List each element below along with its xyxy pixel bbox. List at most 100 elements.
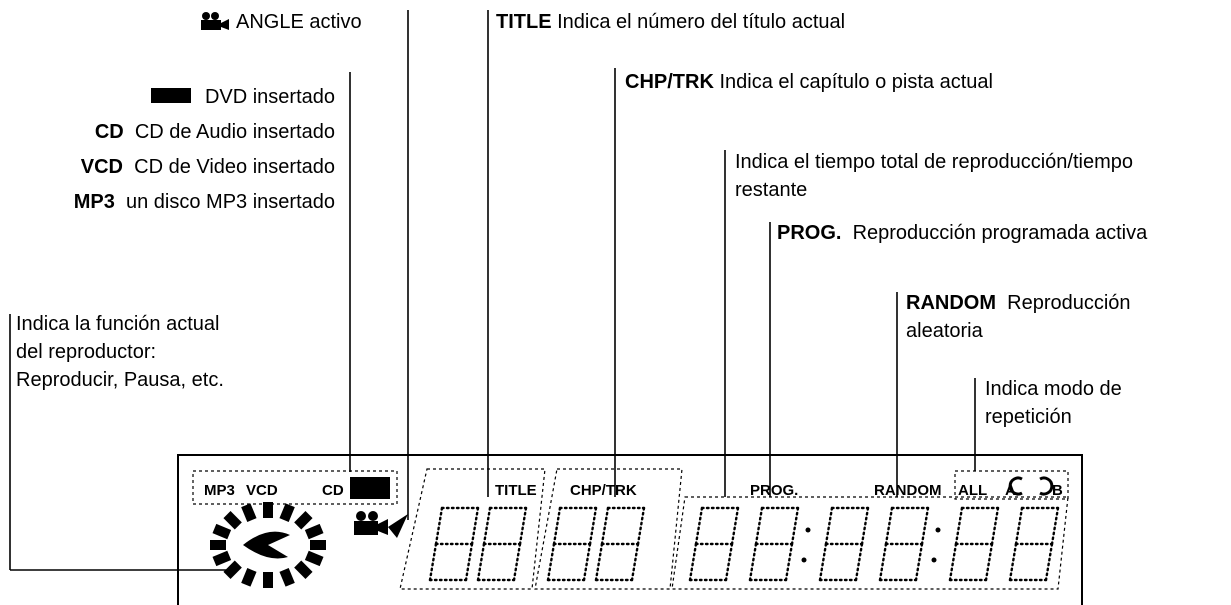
digit-segment <box>954 506 964 546</box>
random-key: RANDOM <box>906 292 996 314</box>
digit-segment <box>1008 542 1018 582</box>
disc-center <box>243 531 290 559</box>
disc-group-box <box>192 470 398 505</box>
panel-title: TITLE <box>495 482 537 499</box>
random-text2: aleatoria <box>906 320 983 342</box>
digit-segment <box>518 506 528 546</box>
repeat-line2: repetición <box>985 406 1072 428</box>
colon-dot <box>935 527 941 533</box>
time-line2: restante <box>735 179 808 201</box>
time-callout: Indica el tiempo total de reproducción/t… <box>735 148 1133 204</box>
repeat-icon <box>1008 476 1054 496</box>
panel-groups <box>192 468 1069 590</box>
digit-segment <box>552 506 562 546</box>
random-callout: RANDOM Reproducción aleatoria <box>906 289 1131 345</box>
repeat-callout: Indica modo de repetición <box>985 375 1122 431</box>
digit-segment <box>464 542 474 582</box>
disc-segment <box>279 568 295 587</box>
time-group-box <box>671 496 1069 590</box>
disc-segment <box>241 503 257 522</box>
function-callout: Indica la función actual del reproductor… <box>16 310 224 394</box>
random-text1: Reproducción <box>1007 292 1131 314</box>
time-line1: Indica el tiempo total de reproducción/t… <box>735 151 1134 173</box>
prog-key: PROG. <box>777 222 842 244</box>
chp-text: Indica el capítulo o pista actual <box>719 71 993 93</box>
digit-segment <box>582 542 592 582</box>
disc-dvd: DVD insertado <box>74 80 335 115</box>
digit-segment <box>636 506 646 546</box>
digit-segment <box>482 506 492 546</box>
panel-b: B <box>1052 482 1063 499</box>
digit-segment <box>588 506 598 546</box>
digit-segment <box>476 542 486 582</box>
colon-dot <box>805 527 811 533</box>
repeat-group-box <box>954 470 1069 500</box>
prog-text: Reproducción programada activa <box>852 222 1148 244</box>
disc-segment <box>294 560 313 579</box>
function-line1: Indica la función actual <box>16 313 220 335</box>
digit-segment <box>754 506 764 546</box>
camera-icon <box>200 11 230 39</box>
digit-segment <box>884 506 894 546</box>
disc-segment <box>210 540 226 550</box>
digit-segment <box>984 542 994 582</box>
digit-segment <box>1050 506 1060 546</box>
disc-segment <box>223 511 242 530</box>
digit-segment <box>694 506 704 546</box>
digit-segment <box>990 506 1000 546</box>
panel-camera-icon <box>354 511 388 535</box>
digit-segment <box>724 542 734 582</box>
chp-callout: CHP/TRK Indica el capítulo o pista actua… <box>625 68 993 96</box>
disc-types-callout: DVD insertado CD CD de Audio insertado V… <box>74 80 335 220</box>
disc-segment <box>304 550 324 567</box>
panel-prog: PROG. <box>750 482 798 499</box>
disc-segment <box>212 550 232 567</box>
digit-segment <box>546 542 556 582</box>
chp-key: CHP/TRK <box>625 71 714 93</box>
panel-cd: CD <box>322 482 344 499</box>
disc-vcd: VCD CD de Video insertado <box>80 156 335 178</box>
leader-lines <box>9 10 976 571</box>
digit-segment <box>784 542 794 582</box>
angle-text: ANGLE activo <box>236 11 362 33</box>
panel-mp3: MP3 <box>204 482 235 499</box>
prog-callout: PROG. Reproducción programada activa <box>777 219 1147 247</box>
function-disc-indicator <box>210 502 326 588</box>
digit-segment <box>512 542 522 582</box>
digit-segment <box>730 506 740 546</box>
title-key: TITLE <box>496 11 552 33</box>
angle-callout: ANGLE activo <box>200 8 362 39</box>
digit-segment <box>688 542 698 582</box>
title-group-box <box>399 468 546 590</box>
disc-segment <box>294 511 313 530</box>
panel-vcd: VCD <box>246 482 278 499</box>
colon-dot <box>801 557 807 563</box>
disc-segment <box>263 502 273 518</box>
seven-segment-digits <box>428 506 1060 582</box>
disc-segment <box>212 523 232 540</box>
disc-segment <box>279 503 295 522</box>
repeat-line1: Indica modo de <box>985 378 1122 400</box>
disc-cd: CD CD de Audio insertado <box>94 121 335 143</box>
panel-frame <box>177 454 1083 605</box>
angle-arrow <box>388 514 408 538</box>
digit-segment <box>914 542 924 582</box>
disc-segment <box>310 540 326 550</box>
panel-all: ALL <box>958 482 987 499</box>
digit-segment <box>824 506 834 546</box>
digit-segment <box>860 506 870 546</box>
disc-segment <box>241 568 257 587</box>
panel-chptrk: CHP/TRK <box>570 482 637 499</box>
digit-segment <box>854 542 864 582</box>
digit-segment <box>470 506 480 546</box>
digit-segment <box>594 542 604 582</box>
digit-segment <box>428 542 438 582</box>
digit-segment <box>748 542 758 582</box>
function-line3: Reproducir, Pausa, etc. <box>16 369 224 391</box>
function-line2: del reproductor: <box>16 341 157 363</box>
disc-segment <box>223 560 242 579</box>
title-callout: TITLE Indica el número del título actual <box>496 8 845 36</box>
digit-segment <box>818 542 828 582</box>
title-text: Indica el número del título actual <box>557 11 846 33</box>
